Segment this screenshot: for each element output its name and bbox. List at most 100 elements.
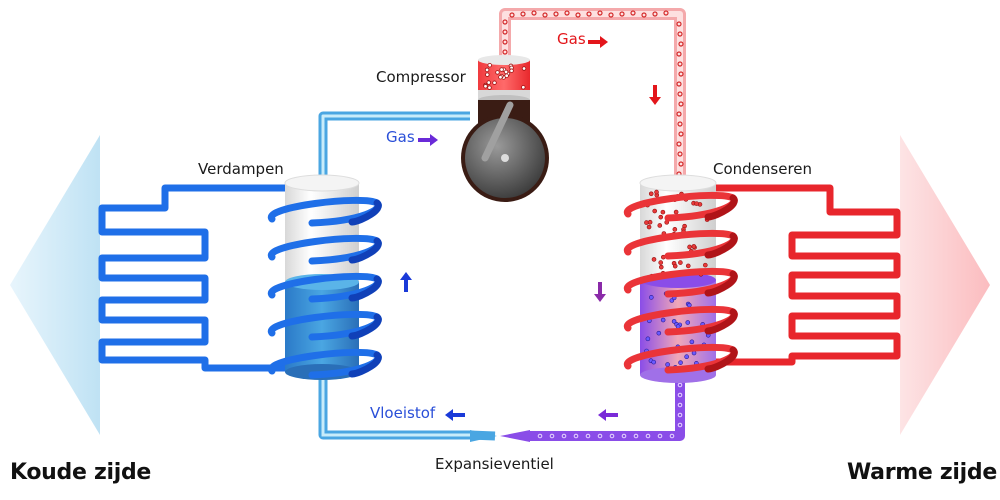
liquid-bubble [687,302,692,308]
heat-exchanger-coil-shade [348,275,382,302]
liquid-bubble [585,433,591,439]
heat-exchanger-coil-shade [348,313,382,340]
gas-bubble [677,121,683,127]
liquid-bubble [549,433,555,439]
gas-bubble [658,260,664,265]
gas-bubble [677,91,683,97]
gas-bubble [663,10,669,16]
gas-bubble [630,10,636,16]
gas-bubble [487,85,492,90]
hot-gas-pipe-inner [502,11,683,182]
liquid-bubble [537,433,543,439]
gas-bubble [502,39,508,45]
gas-bubble [678,161,684,167]
gas-bubble [678,260,683,265]
gas-bubble [503,69,509,75]
gas-bubble [485,72,490,77]
gas-bubble [495,70,500,75]
gas-bubble [678,41,684,47]
liquid-bubble [645,336,651,342]
gas-bubble [641,12,647,18]
liquid-bubble [677,412,683,418]
liquid-bubble [678,360,683,365]
liquid-pipe-cold-highlight [321,375,470,437]
gas-bubble [502,29,508,35]
heat-exchanger-coil-shade [704,270,738,297]
gas-bubble [676,111,682,117]
gas-bubble [652,208,658,214]
liquid-bubble [597,433,603,439]
liquid-bubble [660,317,666,323]
liquid-bubble [573,433,579,439]
warm-side-label: Warme zijde [847,460,997,485]
liquid-bubble [689,339,695,345]
gas-bubble [502,19,508,25]
hot-gas-bubbles [502,10,684,177]
evaporate-label: Verdampen [198,160,284,178]
cold-gas-pipe [318,111,470,185]
gas-bubble [646,224,652,230]
condenser [624,174,738,383]
liquid-bubble [609,433,615,439]
heat-exchanger-coil-shade [348,199,382,226]
gas-bubble [553,11,559,17]
expansion-valve-label: Expansieventiel [435,455,554,473]
gas-bubble [597,10,603,16]
cold-serpentine-pipe [98,184,290,372]
liquid-bubble [665,362,670,367]
gas-bubble [703,262,708,268]
liquid-bubble [561,433,567,439]
gas-bubble [651,257,657,262]
heat-exchanger-coil-shade [348,237,382,264]
liquid-bubble [685,320,691,325]
compressor [461,55,549,202]
gas-bubble [542,12,548,18]
heat-exchanger-coil-shade [704,194,738,221]
heat-exchanger-coil-shade [704,232,738,259]
liquid-left-arrow [445,409,465,421]
hot-serpentine-pipe [715,184,901,366]
gas-bubble [673,209,679,215]
gas-bubble [499,67,504,72]
gas-bubble [678,101,684,107]
heat-exchanger-coil-shade [704,346,738,373]
gas-left-arrow [418,134,438,146]
liquid-bubble [669,433,675,439]
gas-bubble [685,263,691,269]
gas-bubble [652,11,658,17]
gas-bubble [492,80,497,85]
liquid-bubble [677,402,683,408]
gas-bubble [521,66,527,71]
gas-top-label: Gas [557,30,586,48]
gas-bubble [676,21,682,27]
gas-bubble [575,12,581,18]
gas-bubble [658,264,664,270]
liquid-bubble [645,433,651,439]
gas-bubble [483,84,488,89]
liquid-bubble [657,433,663,439]
condense-label: Condenseren [713,160,813,178]
gas-bubble [676,51,682,57]
gas-bubble [660,209,666,215]
cold-side-label: Koude zijde [10,460,152,485]
condenser-down-arrow [594,282,606,302]
gas-bubble [678,131,684,137]
gas-top-arrow [588,36,608,48]
gas-bubble [564,10,570,16]
gas-bubble [677,31,683,37]
gas-bubble [486,80,491,85]
gas-bubble [654,189,659,195]
liquid-bubble [677,382,683,388]
gas-bubble [691,244,697,249]
liquid-bubble [651,359,656,365]
liquid-bubble [677,392,683,398]
liquid-bubble [656,330,662,336]
liquid-bubble [671,319,677,324]
gas-bubble [657,223,663,228]
gas-bubble [502,49,508,55]
gas-bubble [619,11,625,17]
cold-side-arrow [10,135,100,435]
expansion-valve-purple [500,430,530,442]
gas-bubble [658,214,664,220]
